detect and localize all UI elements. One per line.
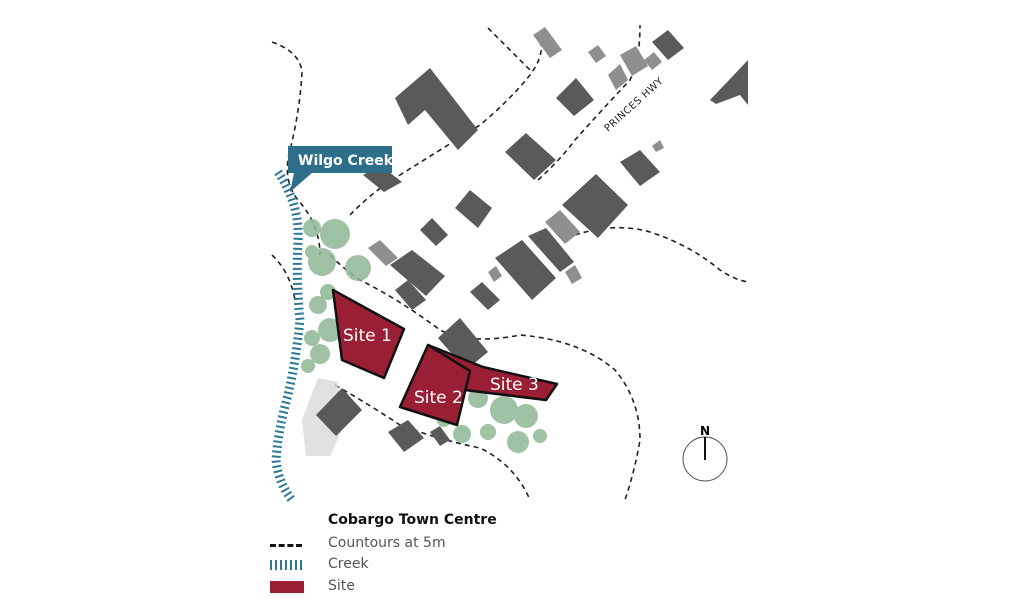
building <box>588 45 606 63</box>
building <box>710 60 748 105</box>
contour-line <box>329 254 641 501</box>
tree <box>533 429 547 443</box>
creek-callout-box <box>288 146 392 192</box>
north-label: N <box>700 424 710 438</box>
building <box>395 68 478 150</box>
tree <box>490 396 518 424</box>
tree <box>318 318 342 342</box>
contour-line <box>537 24 641 181</box>
princes-hwy-label: PRINCES HWY <box>603 75 667 134</box>
building <box>556 78 594 116</box>
contour-line <box>271 254 296 301</box>
building <box>488 266 502 282</box>
building <box>505 133 556 180</box>
site-3-label: Site 3 <box>490 375 539 395</box>
building <box>644 52 662 70</box>
creek-swatch <box>270 560 304 570</box>
building <box>652 140 664 152</box>
building <box>420 218 448 246</box>
building <box>316 388 362 436</box>
site-swatch <box>270 581 304 593</box>
site-2-area <box>398 343 472 427</box>
building <box>533 27 562 58</box>
tree <box>305 245 319 259</box>
building <box>545 210 580 244</box>
tree <box>480 424 496 440</box>
tree <box>514 404 538 428</box>
legend-item-label: Site <box>328 578 355 594</box>
building <box>608 64 628 90</box>
tree <box>303 219 321 237</box>
contour-line <box>271 41 321 256</box>
legend-item-site: Site <box>270 577 570 597</box>
buildings-light <box>368 27 664 284</box>
building <box>455 190 492 228</box>
creek-callout: Wilgo Creek <box>288 146 394 192</box>
tree <box>301 359 315 373</box>
tree <box>320 219 350 249</box>
building <box>562 174 628 238</box>
tree <box>345 255 371 281</box>
building <box>495 240 556 300</box>
building <box>438 318 488 370</box>
sites <box>331 288 559 427</box>
building <box>430 426 450 446</box>
legend-item-contours: Countours at 5m <box>270 534 570 554</box>
building <box>368 240 398 266</box>
contour-line <box>487 27 531 71</box>
wilgo-creek <box>271 169 305 503</box>
legend-item-label: Countours at 5m <box>328 535 446 551</box>
site-2-label: Site 2 <box>414 388 463 408</box>
tree <box>453 425 471 443</box>
tree <box>310 344 330 364</box>
building <box>395 280 426 310</box>
contour-swatch <box>270 544 302 547</box>
building <box>565 265 582 284</box>
legend-title: Cobargo Town Centre <box>328 512 497 528</box>
building <box>620 46 648 76</box>
tree <box>320 284 336 300</box>
building <box>470 282 500 310</box>
site-1-label: Site 1 <box>343 326 392 346</box>
legend: Cobargo Town Centre Countours at 5m Cree… <box>270 512 570 598</box>
tree <box>304 330 320 346</box>
tree <box>309 296 327 314</box>
tree <box>507 431 529 453</box>
legend-item-creek: Creek <box>270 555 570 575</box>
creek-line <box>271 169 305 503</box>
building <box>528 228 574 272</box>
building <box>620 150 660 186</box>
creek-label: Wilgo Creek <box>298 153 394 169</box>
site-1-area <box>331 288 406 380</box>
legend-item-label: Creek <box>328 556 369 572</box>
north-arrow: N <box>682 424 728 482</box>
building <box>388 420 424 452</box>
building <box>390 250 445 296</box>
contour-line <box>574 226 749 283</box>
building <box>652 30 684 60</box>
